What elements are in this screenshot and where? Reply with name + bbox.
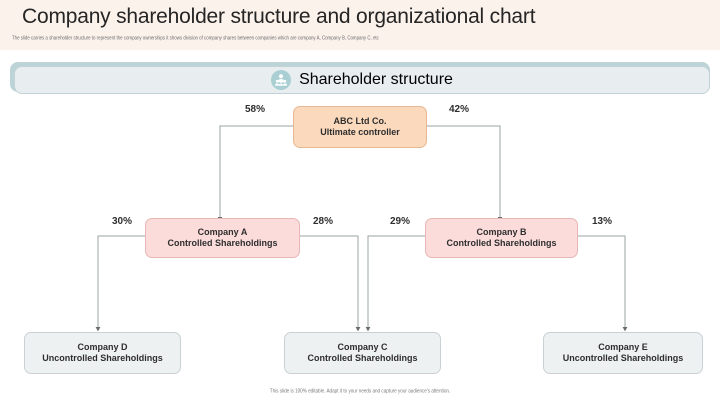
people-group-icon xyxy=(271,70,292,90)
page-subtitle: The slide carries a shareholder structur… xyxy=(12,35,379,41)
section-banner[interactable]: Shareholder structure xyxy=(14,66,710,94)
node-line-2: Controlled Shareholdings xyxy=(307,353,418,363)
node-line-1: Company C xyxy=(337,341,388,352)
node-line-1: Company E xyxy=(598,341,648,352)
node-company-b[interactable]: Company B Controlled Shareholdings xyxy=(425,218,578,258)
node-line-2: Controlled Shareholdings xyxy=(446,238,557,248)
connector-lines xyxy=(95,125,628,332)
node-line-1: Company A xyxy=(197,226,248,237)
section-banner-label: Shareholder structure xyxy=(299,71,453,88)
node-line-2: Ultimate controller xyxy=(320,127,400,137)
node-company-a[interactable]: Company A Controlled Shareholdings xyxy=(145,218,300,258)
page-title: Company shareholder structure and organi… xyxy=(22,5,536,28)
node-line-2: Uncontrolled Shareholdings xyxy=(562,353,684,363)
edge-label-company-a-to-company-d: 30% xyxy=(112,216,133,227)
node-company-e[interactable]: Company E Uncontrolled Shareholdings xyxy=(543,332,703,374)
node-line-2: Uncontrolled Shareholdings xyxy=(42,353,163,363)
footer-note: This slide is 100% editable. Adapt it to… xyxy=(269,388,451,394)
node-line-1: ABC Ltd Co. xyxy=(333,115,387,126)
node-abc-ltd-co[interactable]: ABC Ltd Co. Ultimate controller xyxy=(293,106,427,148)
edge-label-company-b-to-company-e: 13% xyxy=(592,216,613,227)
edge-label-company-b-to-company-c: 29% xyxy=(390,216,411,227)
edge-label-company-a-to-company-c: 28% xyxy=(313,216,334,227)
edge-label-abc-to-company-a: 58% xyxy=(245,104,266,115)
node-line-1: Company B xyxy=(476,226,527,237)
node-line-1: Company D xyxy=(77,341,128,352)
node-line-2: Controlled Shareholdings xyxy=(167,238,278,248)
node-company-c[interactable]: Company C Controlled Shareholdings xyxy=(284,332,441,374)
header-band xyxy=(0,0,720,50)
node-company-d[interactable]: Company D Uncontrolled Shareholdings xyxy=(24,332,181,374)
org-chart: ABC Ltd Co. Ultimate controller Company … xyxy=(0,96,720,386)
edge-label-abc-to-company-b: 42% xyxy=(449,104,470,115)
